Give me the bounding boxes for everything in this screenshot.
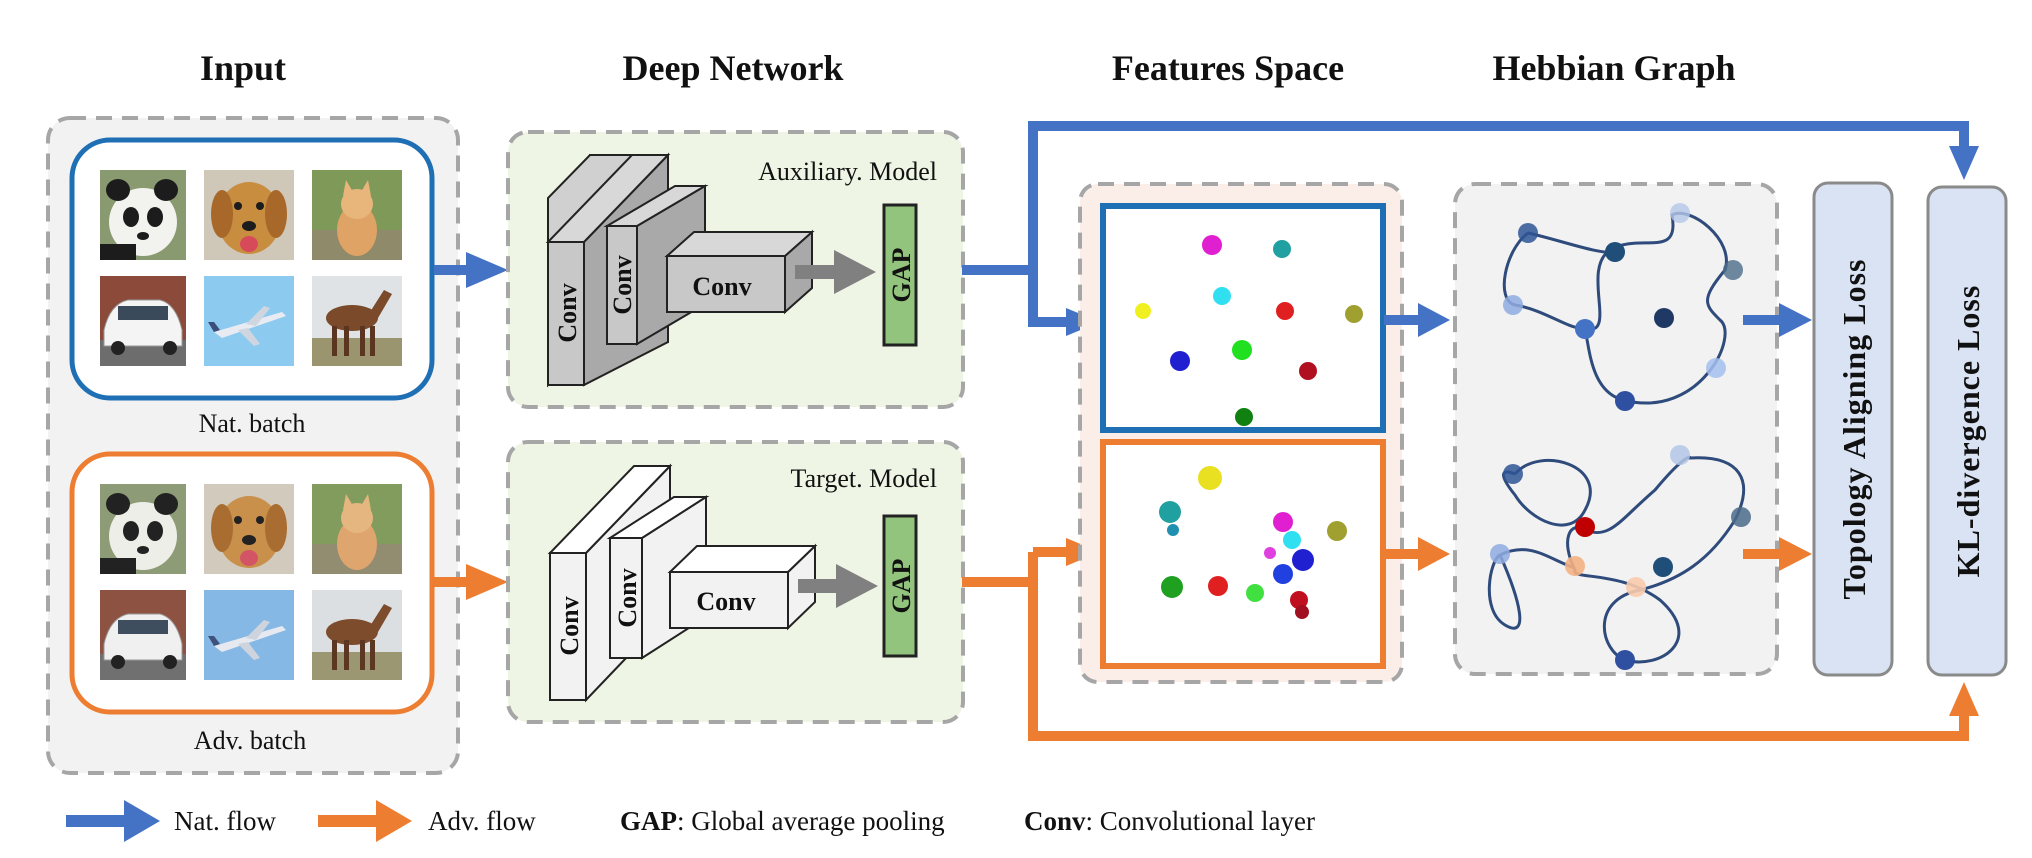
car-image (100, 276, 186, 366)
legend-conv-desc: : Convolutional layer (1086, 806, 1315, 836)
nat-batch-caption: Nat. batch (199, 409, 306, 438)
dog-image (204, 484, 294, 574)
dog-image (204, 170, 294, 260)
target-conv-block-3 (669, 571, 789, 629)
legend-conv-term: Conv (1024, 806, 1086, 836)
target-conv-label-1: Conv (555, 596, 584, 655)
topology-aligning-loss-label: Topology Aligning Loss (1836, 259, 1872, 600)
target-conv-label-3: Conv (696, 587, 755, 616)
panda-image (100, 170, 186, 260)
auxiliary-conv-label-2: Conv (608, 255, 637, 314)
nat-flow-arrow-input (434, 252, 508, 288)
nat-arrow-to-kl (1949, 146, 1979, 180)
nat-flow-connector (962, 121, 1969, 327)
adv-flow-connector (962, 547, 1969, 741)
adv-arrow-to-kl (1949, 682, 1979, 716)
car-image (100, 590, 186, 680)
header-deep-network: Deep Network (623, 48, 844, 88)
header-hebbian-graph: Hebbian Graph (1492, 48, 1735, 88)
kl-divergence-loss-label: KL-divergence Loss (1950, 285, 1986, 578)
kl-divergence-loss-box (1926, 185, 2008, 677)
auxiliary-conv-block-2 (606, 225, 638, 345)
legend-conv-definition: Conv: Convolutional layer (1024, 806, 1315, 836)
horse-image (312, 276, 402, 366)
legend-adv-flow-label: Adv. flow (428, 806, 536, 836)
auxiliary-gap-label: GAP (887, 247, 916, 302)
target-model-label: Target. Model (791, 464, 937, 493)
target-conv-label-2: Conv (613, 568, 642, 627)
target-gap-label: GAP (887, 558, 916, 613)
adv-hebbian-graph (1487, 445, 1751, 670)
legend-nat-flow-label: Nat. flow (174, 806, 276, 836)
topology-aligning-loss-box (1812, 181, 1894, 677)
nat-batch-images (100, 170, 402, 366)
adv-feature-clusters (1159, 466, 1347, 619)
nat-feature-scatter (1100, 203, 1386, 433)
target-gap-box (882, 514, 918, 658)
cat-image (312, 170, 402, 260)
target-gap-arrow (798, 564, 878, 608)
legend-gap-desc: : Global average pooling (677, 806, 945, 836)
graph-to-loss-arrows (1743, 303, 1812, 571)
nat-hebbian-graph (1502, 203, 1743, 411)
adv-batch-images (100, 484, 402, 680)
airplane-image (204, 590, 294, 680)
auxiliary-gap-box (882, 203, 918, 347)
airplane-image (204, 276, 294, 366)
legend-gap-term: GAP (620, 806, 677, 836)
horse-image (312, 590, 402, 680)
features-to-graph-arrows (1384, 303, 1450, 571)
auxiliary-conv-label-1: Conv (553, 283, 582, 342)
legend-nat-flow-arrow (66, 800, 160, 842)
auxiliary-conv-stack: Conv Conv Conv (545, 152, 815, 388)
nat-feature-clusters (1135, 235, 1363, 426)
header-input: Input (200, 48, 286, 88)
auxiliary-gap-arrow (795, 250, 876, 294)
auxiliary-model-label: Auxiliary. Model (758, 157, 937, 186)
auxiliary-conv-label-3: Conv (692, 272, 751, 301)
target-conv-block-2 (609, 537, 643, 659)
panda-image (100, 484, 186, 574)
adv-batch-caption: Adv. batch (194, 726, 306, 755)
target-conv-stack: Conv Conv Conv (547, 463, 818, 703)
header-features-space: Features Space (1112, 48, 1344, 88)
adv-flow-arrow-input (434, 564, 508, 600)
legend-gap-definition: GAP: Global average pooling (620, 806, 945, 836)
adv-feature-scatter (1100, 439, 1386, 669)
legend-adv-flow-arrow (318, 800, 412, 842)
target-conv-block-1 (549, 552, 587, 701)
cat-image (312, 484, 402, 574)
legend: Nat. flow Adv. flow GAP: Global average … (66, 800, 1315, 842)
